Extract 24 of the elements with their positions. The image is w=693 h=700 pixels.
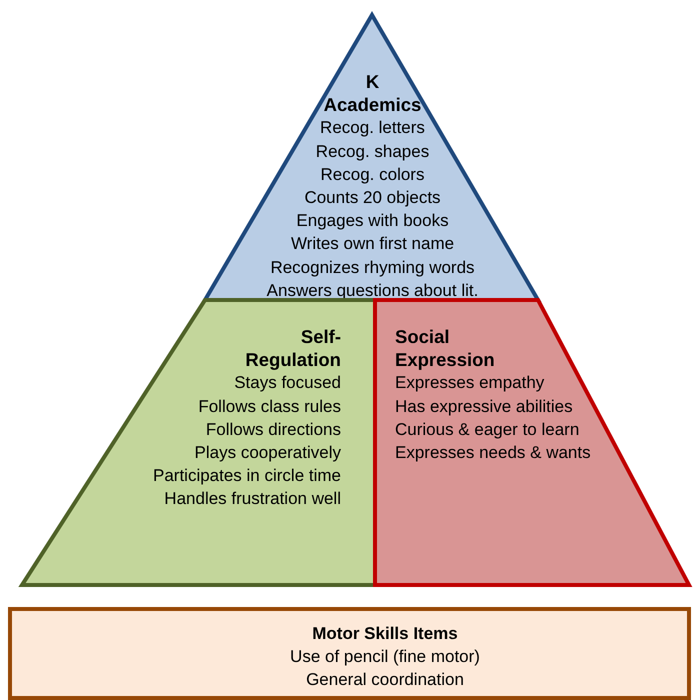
list-item: Use of pencil (fine motor) [289,646,481,668]
list-item: Answers questions about lit. [266,280,480,302]
list-item: Curious & eager to learn [395,418,580,441]
section-heading: Social Expression [395,325,496,372]
list-item: Follows directions [204,418,341,441]
list-item: Recog. shapes [314,140,430,163]
section-heading: K Academics [322,70,422,116]
list-item: General coordination [305,669,465,692]
list-item: Participates in circle time [152,465,341,488]
list-item: Engages with books [295,210,450,232]
list-item: Has expressive abilities [395,396,574,418]
list-item: Recog. letters [319,117,426,140]
section-heading: Self-Regulation [244,325,341,372]
section-heading: Motor Skills Items [311,623,459,645]
list-item: Recognizes rhyming words [269,256,476,279]
list-item: Handles frustration well [163,488,341,510]
list-item: Stays focused [233,372,341,394]
list-item: Recog. colors [320,164,426,186]
list-item: Follows class rules [197,396,341,418]
list-item: Expresses needs & wants [395,442,592,464]
list-item: Plays cooperatively [194,442,341,464]
list-item: Expresses empathy [395,372,546,394]
list-item: Writes own first name [290,233,456,256]
list-item: Counts 20 objects [303,187,442,210]
